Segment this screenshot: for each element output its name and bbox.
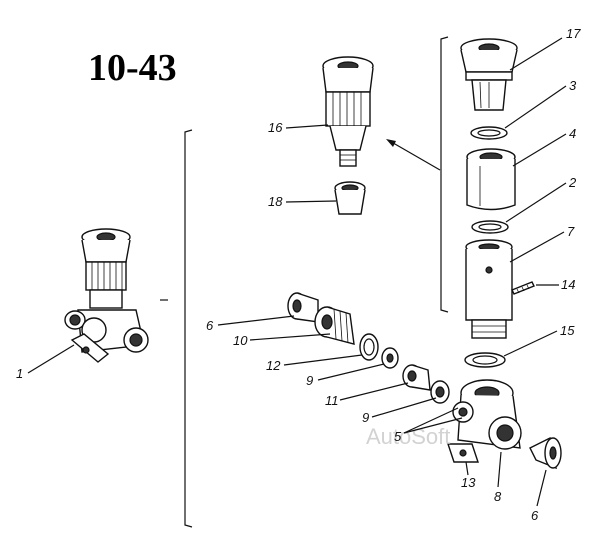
label-part-14: 14: [561, 277, 575, 292]
figure-title: 10-43: [88, 47, 177, 89]
label-part-17: 17: [566, 26, 581, 41]
part-2-washer-hole: [478, 223, 502, 231]
assembly-brackets: [160, 36, 449, 528]
part-9-washer-lower: [430, 380, 450, 404]
part-14-pin: [511, 281, 535, 295]
part-7-cylinder: [465, 239, 513, 339]
part-2-washer: [471, 220, 509, 234]
label-part-6-left: 6: [206, 318, 214, 333]
label-part-9-lower: 9: [362, 410, 369, 425]
part-6-plug-left: [287, 292, 319, 323]
label-part-8: 8: [494, 489, 502, 504]
part-9-washer-upper: [381, 347, 399, 369]
watermark: AutoSoft: [366, 424, 450, 449]
label-part-7: 7: [567, 224, 575, 239]
pump-body: [447, 379, 522, 463]
part-6-plug-right: [529, 436, 562, 470]
part-12-ring: [359, 333, 379, 361]
label-part-15: 15: [560, 323, 575, 338]
part-17-cap: [460, 38, 518, 111]
part-3-washer: [470, 126, 508, 140]
leader-lines: [27, 37, 567, 507]
part-16-filter-bowl: [322, 56, 374, 167]
part-18-cup: [334, 181, 366, 215]
label-part-11: 11: [325, 393, 339, 408]
arrow-head: [386, 139, 396, 147]
part-12-ring-hole: [363, 338, 375, 356]
label-part-5: 5: [394, 429, 402, 444]
part-15-washer-hole: [472, 355, 498, 365]
label-part-10: 10: [233, 333, 248, 348]
label-part-16: 16: [268, 120, 283, 135]
label-part-9-upper: 9: [306, 373, 313, 388]
part-4-cup: [466, 148, 516, 211]
part-3-washer-hole: [477, 129, 501, 137]
label-part-13: 13: [461, 475, 476, 490]
label-part-2: 2: [568, 175, 577, 190]
label-part-6-right: 6: [531, 508, 539, 523]
assembled-pump: [64, 228, 149, 363]
part-15-washer: [464, 352, 506, 368]
label-part-12: 12: [266, 358, 281, 373]
part-labels: 1 17 3 4 2 7 14 15 16 18 6 10 12 9 11 9 …: [16, 26, 581, 523]
label-part-4: 4: [569, 126, 576, 141]
label-part-18: 18: [268, 194, 283, 209]
label-part-1: 1: [16, 366, 23, 381]
part-10-fitting: [314, 306, 355, 345]
part-11-sleeve: [402, 364, 431, 391]
label-part-3: 3: [569, 78, 577, 93]
